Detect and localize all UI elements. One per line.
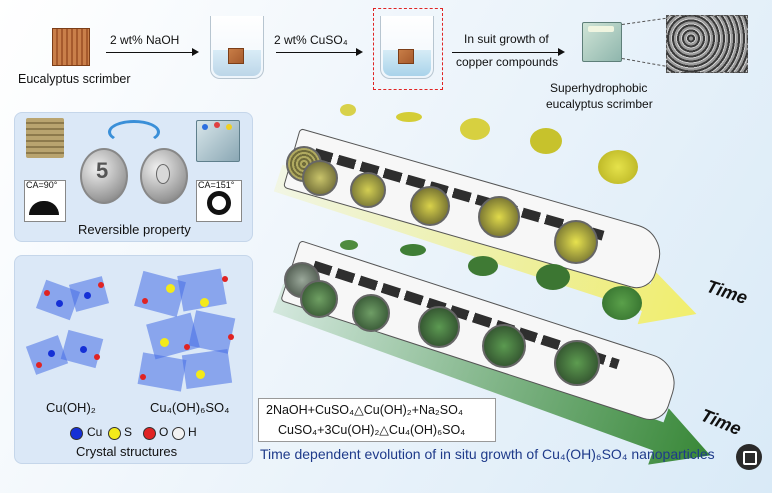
eucalyptus-label: Eucalyptus scrimber (18, 72, 131, 86)
lower-flower-2 (400, 244, 426, 256)
wood-in-cuso4 (398, 49, 414, 64)
cu4-o-5 (184, 344, 190, 350)
equation-box (258, 398, 496, 442)
lower-sem-5 (482, 324, 526, 368)
ca-left-label: CA=90° (26, 180, 58, 190)
legend-s-label: S (124, 425, 133, 439)
highlight-box (373, 8, 443, 90)
ca-right-box (196, 180, 242, 222)
cu4-formula: Cu₄(OH)₆SO₄ (150, 400, 230, 415)
lower-flower-4 (536, 264, 570, 290)
treated-block-top (588, 26, 614, 32)
upper-flower-2 (396, 112, 422, 122)
lower-sem-6 (554, 340, 600, 386)
step3-line2: copper compounds (456, 55, 559, 69)
upper-sem-2 (302, 160, 338, 196)
cu4-s-3 (160, 338, 169, 347)
wood-in-naoh (228, 48, 244, 64)
reversible-caption: Reversible property (78, 222, 191, 237)
lower-flower-3 (468, 256, 498, 276)
upper-flower-1 (340, 104, 356, 116)
result-line2: eucalyptus scrimber (546, 97, 653, 111)
cu4-o-4 (140, 374, 146, 380)
upper-sem-6 (554, 220, 598, 264)
arrow-1-head (192, 48, 199, 56)
arrow-2-head (356, 48, 363, 56)
step2-label: 2 wt% CuSO₄ (274, 33, 348, 47)
round-drop (207, 191, 231, 215)
legend-cu-dot (70, 427, 83, 440)
legend-cu-label: Cu (87, 425, 103, 439)
legend-h-dot (172, 427, 185, 440)
cuoh2-o-1 (44, 290, 50, 296)
ca-right-label: CA=151° (198, 180, 235, 190)
legend-s-dot (108, 427, 121, 440)
eucalyptus-block (52, 28, 90, 66)
water-drop-blue (202, 124, 208, 130)
cu4-o-2 (222, 276, 228, 282)
legend-o-dot (143, 427, 156, 440)
cuoh2-cu-1 (56, 300, 63, 307)
cu4-o-3 (228, 334, 234, 340)
arrow-1 (106, 52, 194, 53)
cycle-arrow-icon (108, 120, 160, 144)
cuoh2-o-4 (94, 354, 100, 360)
image-expand-icon-inner (743, 451, 757, 465)
arrow-3 (452, 52, 560, 53)
cuoh2-formula: Cu(OH)₂ (46, 400, 96, 415)
cuoh2-o-2 (98, 282, 104, 288)
coin-flower-icon (156, 164, 170, 184)
water-drop-yellow (226, 124, 232, 130)
crystal-caption: Crystal structures (76, 444, 178, 459)
cuoh2-cu-2 (84, 292, 91, 299)
lower-sem-3 (352, 294, 390, 332)
equation-2: CuSO₄+3Cu(OH)₂△Cu₄(OH)₆SO₄ (278, 423, 466, 437)
lower-flower-5 (602, 286, 642, 320)
upper-sem-3 (350, 172, 386, 208)
cu4-s-4 (196, 370, 205, 379)
upper-flower-5 (598, 150, 638, 184)
arrow-3-head (558, 48, 565, 56)
coin-digit: 5 (96, 158, 109, 183)
upper-sem-4 (410, 186, 450, 226)
lower-sem-2 (300, 280, 338, 318)
arrow-2 (276, 52, 358, 53)
lower-sem-4 (418, 306, 460, 348)
upper-sem-5 (478, 196, 520, 238)
cu4-s-1 (166, 284, 175, 293)
cuoh2-o-3 (36, 362, 42, 368)
step3-line1: In suit growth of (464, 32, 549, 46)
cuoh2-cu-3 (48, 350, 55, 357)
evolution-caption: Time dependent evolution of in situ grow… (260, 446, 715, 462)
equation-1: 2NaOH+CuSO₄△Cu(OH)₂+Na₂SO₄ (266, 403, 463, 417)
legend-h-label: H (188, 425, 197, 439)
sem-image (666, 15, 748, 73)
coin-five (80, 148, 128, 204)
cuoh2-cu-4 (80, 346, 87, 353)
ca-left-box (24, 180, 66, 222)
result-line1: Superhydrophobic (550, 81, 648, 95)
legend-o-label: O (159, 425, 169, 439)
beaker-naoh (210, 16, 264, 79)
water-drop-red (214, 122, 220, 128)
upper-flower-4 (530, 128, 562, 154)
cu4-o-1 (142, 298, 148, 304)
flat-drop (29, 201, 59, 215)
image-expand-icon[interactable] (736, 444, 762, 470)
wood-cube-hydrophilic (26, 118, 64, 158)
lower-flower-1 (340, 240, 358, 250)
cu4-poly-6 (181, 348, 233, 390)
step1-label: 2 wt% NaOH (110, 33, 180, 47)
upper-flower-3 (460, 118, 490, 140)
cu4-s-2 (200, 298, 209, 307)
beaker-cuso4 (380, 16, 434, 79)
